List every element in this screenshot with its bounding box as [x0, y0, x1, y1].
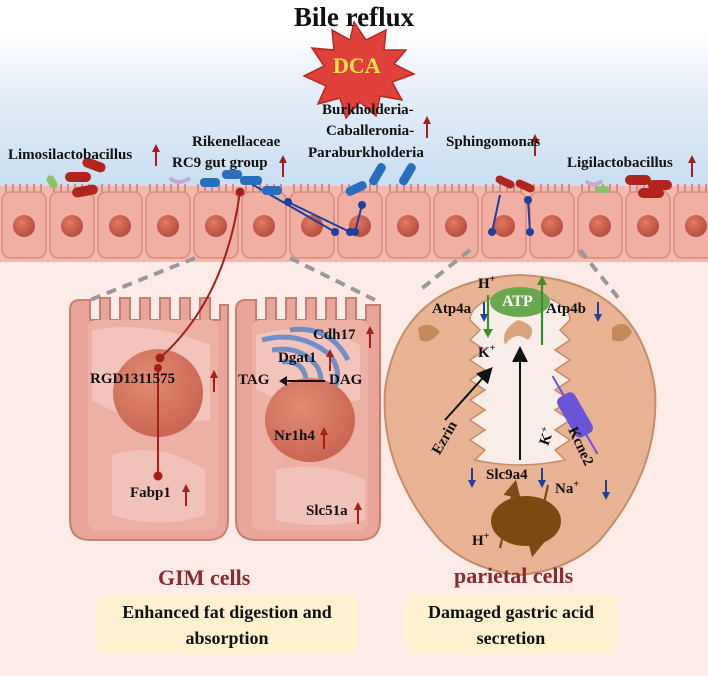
arrow-down-slc9a4	[538, 468, 546, 488]
epithelial-nucleus	[157, 215, 179, 237]
arrow-up-fabp1	[182, 484, 190, 506]
epithelial-nucleus	[301, 215, 323, 237]
lipid-dag: DAG	[329, 372, 363, 388]
arrow-up-slc51a	[354, 502, 362, 524]
microvilli	[197, 184, 234, 192]
gene-rgd1311575: RGD1311575	[90, 371, 176, 387]
kcne2-channel	[551, 375, 599, 455]
arrow-up-sphingomonas	[531, 134, 539, 156]
gim-outcome-box: Enhanced fat digestion and absorption	[96, 594, 358, 654]
caption-gim-cells: GIM cells	[158, 565, 251, 590]
gim-outcome-line2: absorption	[185, 628, 269, 648]
arrow-up-rikenellaceae	[279, 155, 287, 177]
bacterium-burkholderia: Burkholderia-	[322, 102, 414, 118]
arrow-up-nr1h4	[320, 427, 328, 449]
epithelial-nucleus	[589, 215, 611, 237]
bacterium-limosilactobacillus: Limosilactobacillus	[8, 147, 133, 163]
bacterium-ligilactobacillus: Ligilactobacillus	[567, 155, 673, 171]
gene-slc51a: Slc51a	[306, 503, 348, 519]
epithelial-nucleus	[637, 215, 659, 237]
arrow-up-cdh17	[366, 326, 374, 348]
epithelial-nucleus	[253, 215, 275, 237]
arrow-down-atp4a	[480, 302, 488, 322]
parietal-pathways	[444, 346, 528, 460]
bacterium-rikenellaceae: Rikenellaceae	[192, 134, 281, 150]
epithelial-layer	[0, 184, 708, 262]
epithelial-nucleus	[61, 215, 83, 237]
bacterium-caballeronia: Caballeronia-	[326, 123, 415, 139]
arrow-down-kcne2	[602, 480, 610, 500]
microvilli	[677, 184, 707, 192]
epithelial-nucleus	[685, 215, 707, 237]
epithelial-nucleus	[205, 215, 227, 237]
dca-burst	[302, 20, 416, 120]
gene-atp4b: Atp4b	[546, 301, 587, 317]
microvilli	[5, 184, 42, 192]
gim-outcome-line1: Enhanced fat digestion and	[122, 602, 332, 622]
parietal-outcome-line2: secretion	[476, 628, 546, 648]
gene-dgat1: Dgat1	[278, 350, 317, 366]
gene-atp4a: Atp4a	[432, 301, 472, 317]
epithelial-nucleus	[397, 215, 419, 237]
ion-h-top: H+	[478, 274, 496, 292]
bacterium-sphingomonas: Sphingomonas	[446, 134, 541, 150]
epithelial-nucleus	[541, 215, 563, 237]
gim-cell-left	[69, 297, 229, 541]
arrow-down-ezrin	[468, 468, 476, 488]
arrow-up-dgat1	[326, 349, 334, 371]
epithelial-nucleus	[109, 215, 131, 237]
ion-k-center: K+	[478, 343, 496, 361]
lipid-tag: TAG	[238, 372, 270, 388]
red-links	[157, 191, 241, 475]
microvilli	[149, 184, 186, 192]
parietal-outcome-line1: Damaged gastric acid	[428, 602, 594, 622]
tag-dag-arrow	[279, 376, 325, 386]
ion-na: Na+	[555, 479, 580, 497]
gene-fabp1: Fabp1	[130, 485, 171, 501]
microvilli	[485, 184, 522, 192]
epithelial-nucleus	[493, 215, 515, 237]
regulation-arrows	[152, 116, 696, 524]
bacteria	[46, 157, 672, 198]
nucleus	[265, 378, 355, 462]
arrow-up-burkholderia	[423, 116, 431, 138]
atp-pump	[490, 287, 550, 317]
arrow-up-limosilactobacillus	[152, 144, 160, 166]
microvilli	[389, 184, 426, 192]
atp-label: ATP	[502, 293, 533, 310]
dca-label: DCA	[333, 53, 381, 78]
gene-cdh17: Cdh17	[313, 327, 356, 343]
bacterium-paraburkholderia: Paraburkholderia	[308, 145, 424, 161]
microvilli	[293, 184, 330, 192]
epithelial-nucleus	[13, 215, 35, 237]
arrow-up-rgd1311575	[210, 370, 218, 392]
gene-nr1h4: Nr1h4	[274, 428, 315, 444]
diagram-title: Bile reflux	[293, 2, 415, 32]
zoom-lines	[89, 248, 622, 302]
ion-h-bottom: H+	[472, 531, 490, 549]
bacterium-rc9-gut-group: RC9 gut group	[172, 155, 268, 171]
parietal-outcome-box: Damaged gastric acid secretion	[404, 594, 618, 654]
arrow-down-atp4b	[594, 302, 602, 322]
gim-cell-right	[235, 297, 381, 541]
microvilli	[101, 184, 138, 192]
epithelial-nucleus	[445, 215, 467, 237]
microvilli	[437, 184, 474, 192]
gene-slc9a4: Slc9a4	[486, 467, 528, 483]
arrow-up-ligilactobacillus	[688, 155, 696, 177]
caption-parietal-cells: parietal cells	[454, 563, 574, 588]
